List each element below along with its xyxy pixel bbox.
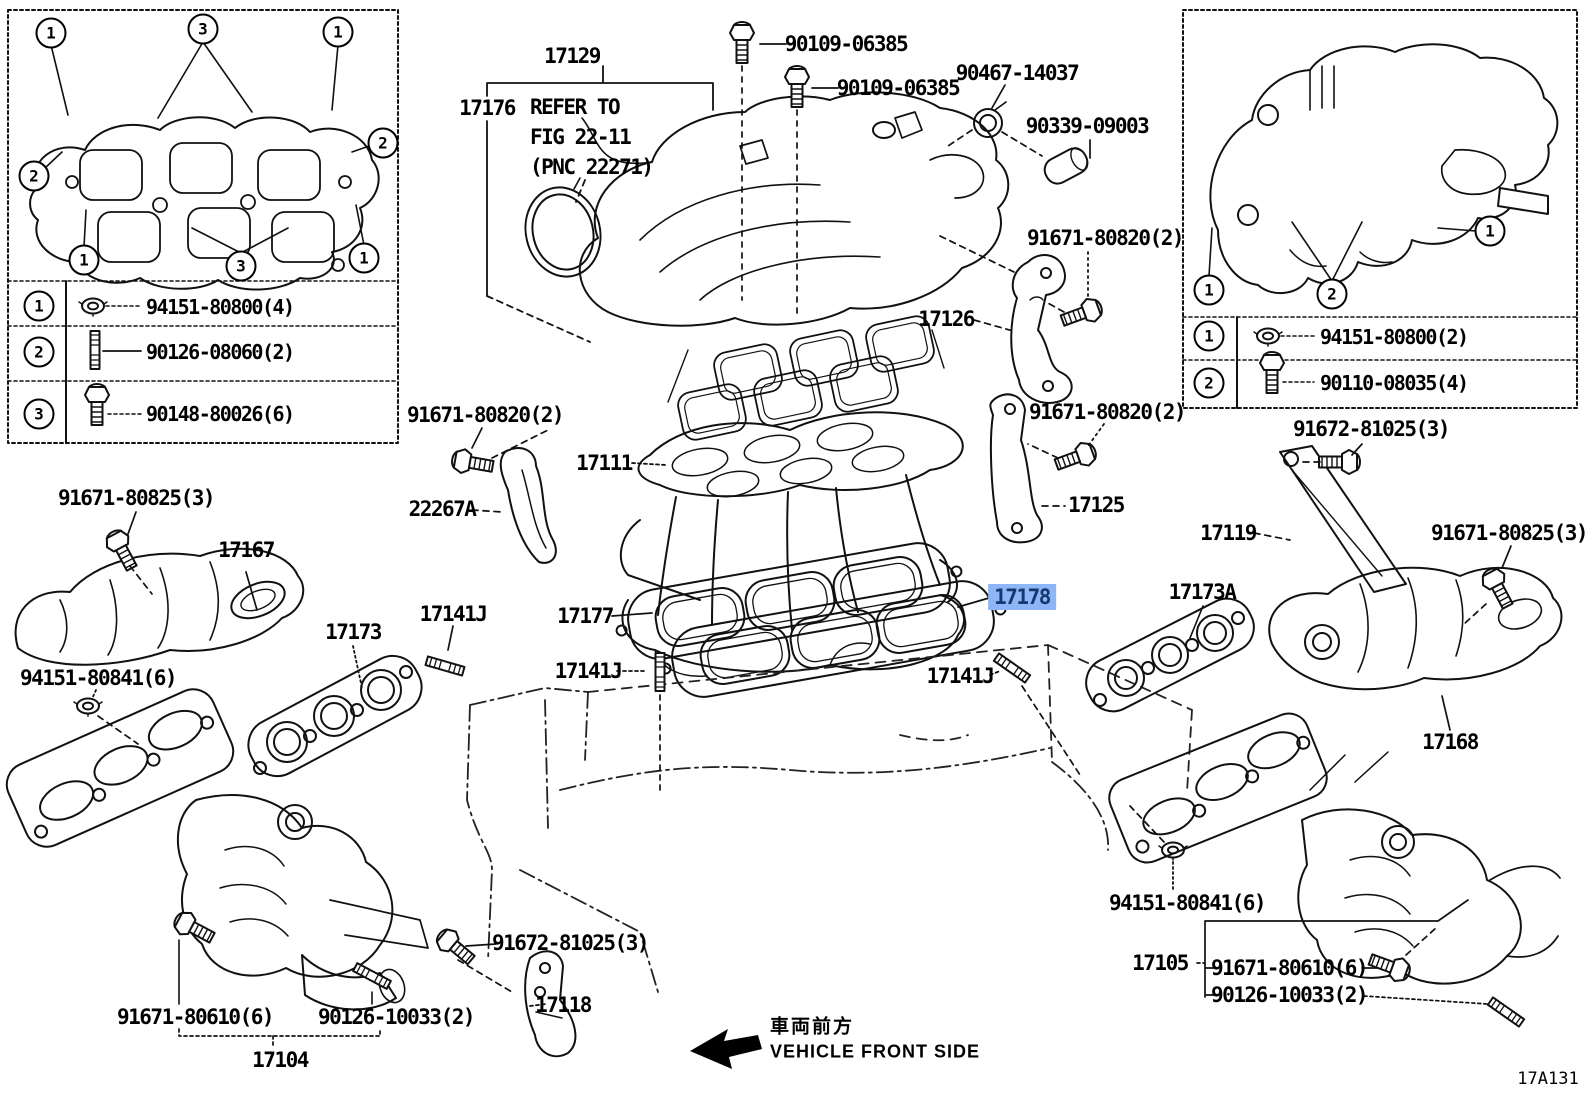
part-label-91672-81025-b[interactable]: 91672-81025(3) (491, 931, 650, 955)
inset-top-left-box (7, 9, 399, 444)
part-label-17141J-a[interactable]: 17141J (419, 602, 488, 626)
bracket-17118 (431, 923, 577, 1058)
part-label-17119[interactable]: 17119 (1200, 521, 1257, 545)
vehicle-front-arrow (690, 1029, 762, 1069)
part-label-91671-80825-b[interactable]: 91671-80825(3) (1430, 521, 1588, 545)
legend-callout: 2 (1193, 367, 1225, 399)
callout-circle: 1 (1193, 274, 1225, 306)
callout-circle: 1 (68, 244, 100, 276)
nut-94151-left (73, 689, 139, 745)
part-label-17125[interactable]: 17125 (1068, 493, 1125, 517)
inset-top-right-box (1182, 9, 1578, 409)
bracket-17105-callouts (1196, 899, 1526, 1028)
part-label-17173[interactable]: 17173 (325, 620, 382, 644)
legend-icons (78, 297, 1315, 426)
studs-17141J (424, 625, 1083, 793)
callout-circle: 1 (348, 242, 380, 274)
callout-circle: 2 (18, 160, 50, 192)
legend-callout: 1 (1193, 320, 1225, 352)
highlight-box[interactable]: 17178 (988, 584, 1056, 610)
diagram-sheet-code: 17A131 (1517, 1069, 1579, 1089)
part-label-90467-14037[interactable]: 90467-14037 (955, 61, 1080, 85)
legend-part-number[interactable]: 90148-80026(6) (146, 402, 295, 426)
part-label-90126-10033-b[interactable]: 90126-10033(2) (1210, 983, 1369, 1007)
part-label-17177[interactable]: 17177 (557, 604, 614, 628)
intake-plenum-art (578, 91, 1010, 327)
nut-94151-right (1129, 805, 1188, 893)
part-label-17118[interactable]: 17118 (535, 993, 592, 1017)
part-label-17105[interactable]: 17105 (1132, 951, 1189, 975)
legend-callout: 2 (23, 336, 55, 368)
part-label-94151-80841-a[interactable]: 94151-80841(6) (19, 666, 178, 690)
stay-17119 (1253, 443, 1407, 593)
refer-note-line3: (PNC 22271) (530, 155, 654, 179)
part-label-91671-80820-a[interactable]: 91671-80820(2) (1026, 226, 1185, 250)
part-label-22267A[interactable]: 22267A (408, 497, 477, 521)
refer-note-line1: REFER TO (530, 95, 621, 119)
gasket-17173A (1085, 597, 1255, 713)
part-label-91671-80825-a[interactable]: 91671-80825(3) (57, 486, 216, 510)
part-label-91671-80610-a[interactable]: 91671-80610(6) (116, 1005, 275, 1029)
part-label-17178-highlighted[interactable]: 17178 (988, 584, 1056, 610)
part-label-90109-06385-a[interactable]: 90109-06385 (784, 32, 909, 56)
o-ring-17176 (524, 177, 602, 278)
part-label-91672-81025-a[interactable]: 91672-81025(3) (1292, 417, 1451, 441)
part-label-90126-10033-a[interactable]: 90126-10033(2) (317, 1005, 476, 1029)
callout-circle: 3 (225, 250, 257, 282)
manifold-17105 (1108, 712, 1561, 985)
part-label-17173A[interactable]: 17173A (1168, 580, 1237, 604)
top-hardware (729, 21, 1091, 317)
part-label-17129[interactable]: 17129 (544, 44, 601, 68)
legend-part-number[interactable]: 90110-08035(4) (1320, 371, 1469, 395)
callout-circle: 1 (1474, 215, 1506, 247)
bracket-17126 (939, 235, 1107, 404)
bracket-17125 (989, 393, 1105, 544)
callout-circle: 1 (35, 17, 67, 49)
part-label-91671-80610-b[interactable]: 91671-80610(6) (1210, 956, 1369, 980)
vehicle-front-label-jp: 車両前方 (770, 1016, 855, 1038)
insulator-17168 (1268, 545, 1563, 731)
part-label-17141J-c[interactable]: 17141J (926, 664, 995, 688)
part-label-17176[interactable]: 17176 (459, 96, 516, 120)
legend-part-number[interactable]: 90126-08060(2) (146, 340, 295, 364)
bracket-22267A (449, 427, 557, 564)
gasket-kit-bracket (486, 65, 714, 343)
insulator-17167 (14, 511, 305, 666)
part-label-90339-09003[interactable]: 90339-09003 (1025, 114, 1150, 138)
part-label-17104[interactable]: 17104 (252, 1048, 309, 1072)
callout-circle: 2 (1316, 278, 1348, 310)
part-label-91671-80820-c[interactable]: 91671-80820(2) (1028, 400, 1187, 424)
refer-note-line2: FIG 22-11 (530, 125, 632, 149)
callout-circle: 3 (187, 13, 219, 45)
part-label-17111[interactable]: 17111 (576, 451, 633, 475)
gasket-17177 (611, 542, 963, 660)
manifold-17104 (5, 688, 429, 1047)
legend-callout: 1 (23, 290, 55, 322)
part-label-94151-80841-b[interactable]: 94151-80841(6) (1108, 891, 1267, 915)
part-label-17141J-b[interactable]: 17141J (554, 659, 623, 683)
plenum-gasket (667, 312, 945, 444)
part-label-17167[interactable]: 17167 (218, 538, 275, 562)
gasket-17173 (247, 645, 423, 778)
callout-circle: 1 (322, 16, 354, 48)
legend-callout: 3 (23, 398, 55, 430)
callout-circle: 2 (367, 127, 399, 159)
part-label-17126[interactable]: 17126 (918, 307, 975, 331)
part-label-90109-06385-b[interactable]: 90109-06385 (836, 76, 961, 100)
legend-part-number[interactable]: 94151-80800(2) (1320, 325, 1469, 349)
vehicle-front-label-en: VEHICLE FRONT SIDE (770, 1041, 981, 1062)
legend-part-number[interactable]: 94151-80800(4) (146, 295, 295, 319)
part-label-17168[interactable]: 17168 (1422, 730, 1479, 754)
part-label-91671-80820-b[interactable]: 91671-80820(2) (406, 403, 565, 427)
